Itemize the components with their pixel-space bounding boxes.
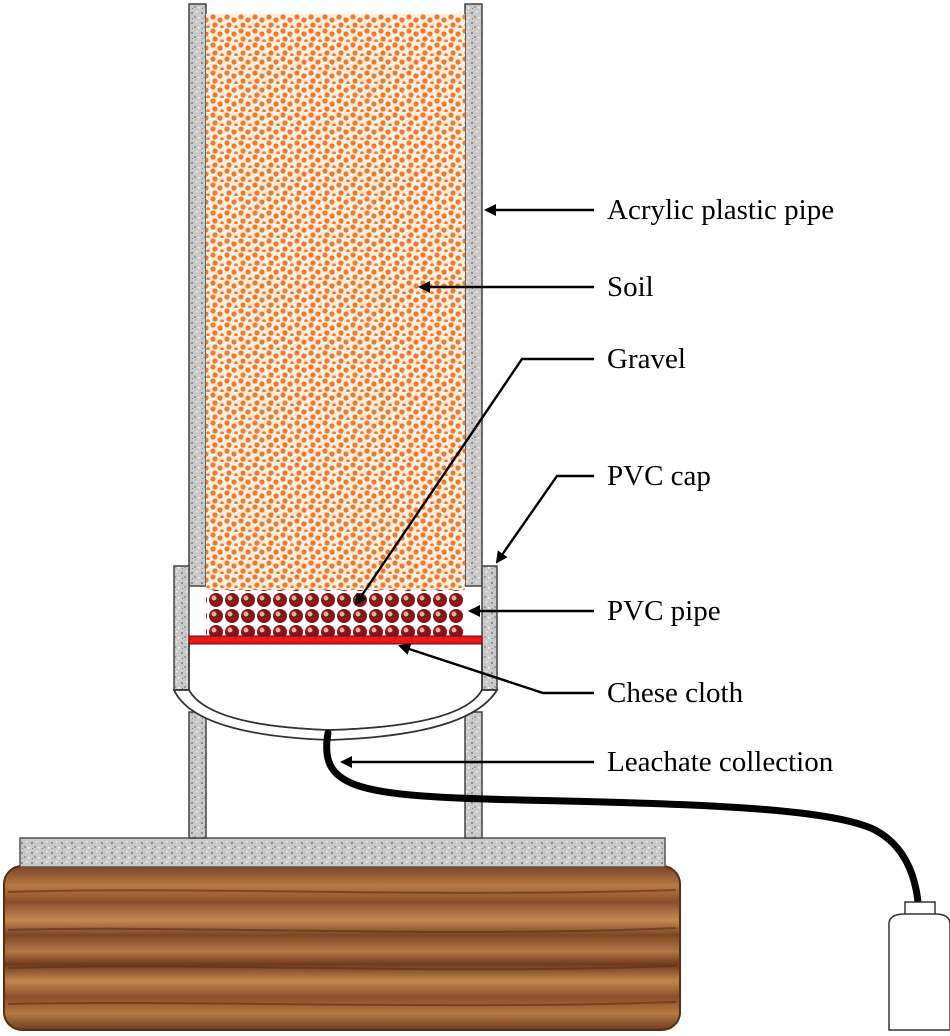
cheese-cloth — [188, 635, 483, 645]
label-soil: Soil — [607, 271, 654, 303]
soil-layer — [206, 14, 465, 590]
gravel-layer — [206, 590, 465, 636]
pvc-cap-arrow — [495, 474, 594, 564]
label-cheese-cloth: Chese cloth — [607, 677, 744, 709]
label-acrylic-pipe: Acrylic plastic pipe — [607, 194, 834, 226]
collection-bottle-icon — [888, 901, 950, 1031]
acrylic-pipe-left-wall — [188, 3, 207, 587]
gravel-arrow — [354, 357, 594, 606]
pvc-pipe-left-leg — [188, 711, 207, 839]
wooden-base — [3, 865, 681, 1031]
label-pvc-cap: PVC cap — [607, 460, 711, 492]
label-gravel: Gravel — [607, 343, 686, 375]
pvc-pipe-right-leg — [464, 711, 483, 839]
pvc-cap-left-wall — [173, 565, 190, 691]
acrylic-pipe-right-wall — [464, 3, 483, 587]
pvc-cap-right-wall — [481, 565, 498, 691]
leachate-tube — [323, 729, 922, 906]
stone-slab — [19, 837, 666, 868]
cheese-cloth-arrow — [398, 643, 594, 695]
pvc-cap-bowl-inner — [188, 644, 483, 731]
label-leachate: Leachate collection — [607, 746, 834, 778]
pvc-cap-bowl — [172, 689, 499, 741]
label-pvc-pipe: PVC pipe — [607, 595, 721, 627]
